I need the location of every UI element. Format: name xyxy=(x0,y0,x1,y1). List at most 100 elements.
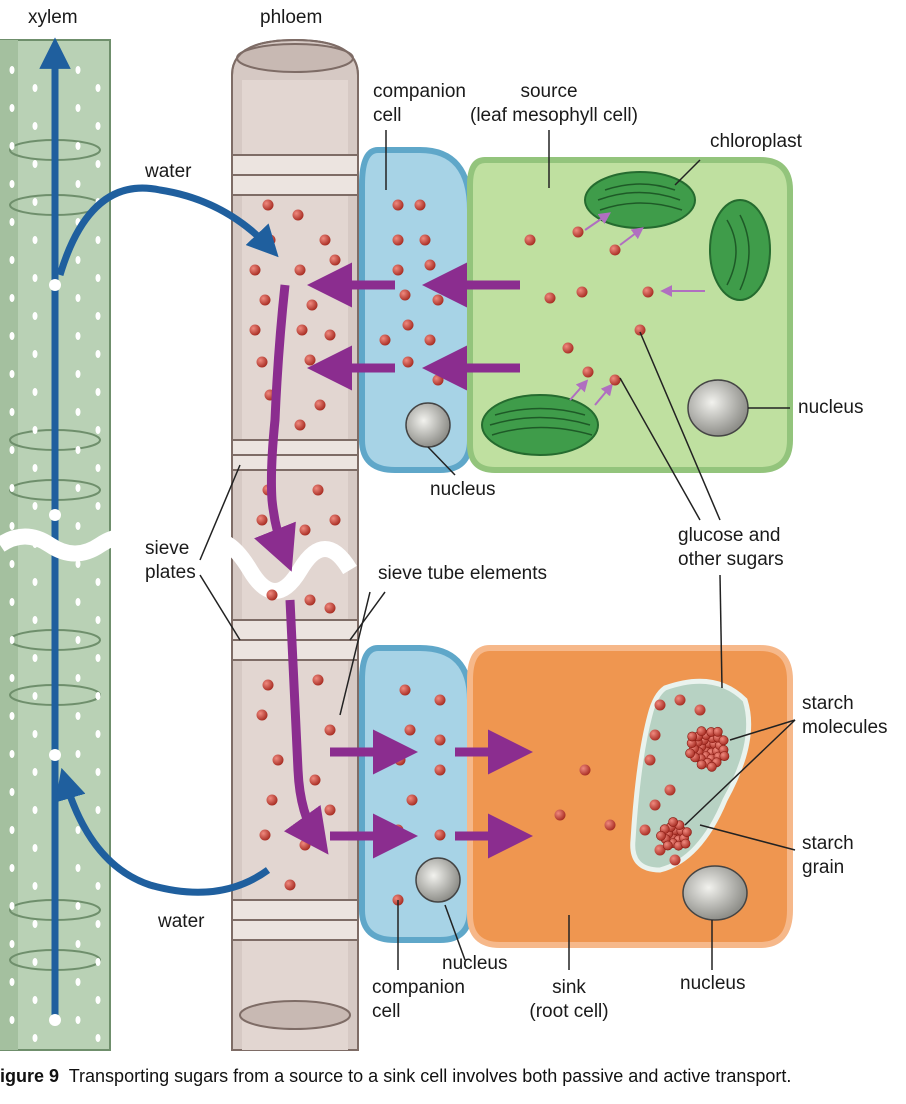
sugar-molecule xyxy=(309,774,321,786)
xylem-pit xyxy=(75,446,81,454)
xylem-pit xyxy=(9,142,15,150)
xylem-pit xyxy=(32,426,38,434)
xylem-pit xyxy=(75,978,81,986)
xylem-pit xyxy=(9,826,15,834)
xylem-pit xyxy=(9,484,15,492)
xylem-pit xyxy=(32,844,38,852)
label-xylem: xylem xyxy=(28,7,78,28)
xylem-pit xyxy=(9,750,15,758)
label-water-bottom: water xyxy=(158,911,205,932)
xylem-pit xyxy=(75,864,81,872)
sugar-molecule xyxy=(266,589,278,601)
xylem-pit xyxy=(9,560,15,568)
xylem-pit xyxy=(75,560,81,568)
sugar-molecule xyxy=(434,764,446,776)
sugar-molecule xyxy=(259,294,271,306)
xylem-pit xyxy=(9,256,15,264)
sugar-molecule xyxy=(642,286,654,298)
sugar-molecule xyxy=(649,729,661,741)
sugar-molecule xyxy=(609,244,621,256)
xylem-pit xyxy=(75,256,81,264)
xylem-pit xyxy=(32,350,38,358)
water-arrow-out xyxy=(55,767,271,896)
xylem-pit xyxy=(32,616,38,624)
sugar-molecule xyxy=(324,329,336,341)
xylem-pit xyxy=(75,598,81,606)
sugar-molecule xyxy=(664,784,676,796)
xylem-pit xyxy=(32,692,38,700)
caption-prefix: igure 9 xyxy=(0,1066,60,1086)
xylem-pit xyxy=(95,84,101,92)
xylem-pit xyxy=(75,370,81,378)
starch-cluster xyxy=(656,817,692,851)
sugar-molecule xyxy=(649,799,661,811)
xylem-pit xyxy=(9,66,15,74)
label-source-1: source xyxy=(520,81,578,102)
xylem-pit xyxy=(95,388,101,396)
xylem-pit xyxy=(75,902,81,910)
xylem-pit xyxy=(9,522,15,530)
sugar-molecule xyxy=(669,854,681,866)
xylem-pit xyxy=(95,578,101,586)
xylem-pit xyxy=(32,236,38,244)
sugar-molecule xyxy=(256,356,268,368)
xylem-pit xyxy=(9,294,15,302)
sugar-molecule xyxy=(654,699,666,711)
sugar-molecule xyxy=(554,809,566,821)
sugar-molecule xyxy=(266,794,278,806)
label-sink-1: sink xyxy=(552,977,586,998)
sugar-molecule xyxy=(399,684,411,696)
sugar-molecule xyxy=(294,419,306,431)
sugar-molecule xyxy=(304,354,316,366)
xylem-pit xyxy=(9,788,15,796)
sugar-molecule xyxy=(262,199,274,211)
sugar-molecule xyxy=(292,209,304,221)
sugar-molecule xyxy=(424,259,436,271)
nucleus-sink xyxy=(682,865,748,921)
label-source-2: (leaf mesophyll cell) xyxy=(470,105,638,126)
sugar-molecule xyxy=(674,694,686,706)
xylem-pit xyxy=(32,312,38,320)
sugar-molecule xyxy=(576,286,588,298)
label-companion-bottom-2: cell xyxy=(372,1001,401,1022)
xylem-pit xyxy=(9,408,15,416)
label-starch-grain-1: starch xyxy=(802,833,854,854)
xylem-pit xyxy=(9,940,15,948)
sugar-molecule xyxy=(634,324,646,336)
xylem-pit xyxy=(95,958,101,966)
label-starch-grain-2: grain xyxy=(802,857,845,878)
xylem-pit xyxy=(75,294,81,302)
xylem-pit xyxy=(75,788,81,796)
xylem-pit xyxy=(95,1034,101,1042)
xylem-pit xyxy=(75,940,81,948)
xylem-pit xyxy=(95,654,101,662)
sugar-molecule xyxy=(572,226,584,238)
xylem-pit xyxy=(32,502,38,510)
tissue-break xyxy=(0,528,357,599)
xylem-pit xyxy=(75,712,81,720)
diagram-svg xyxy=(0,37,796,1051)
label-nucleus-companion-top: nucleus xyxy=(430,479,496,500)
sugar-molecule xyxy=(329,254,341,266)
sugar-molecule xyxy=(284,879,296,891)
xylem-pit xyxy=(75,484,81,492)
xylem-pit xyxy=(32,806,38,814)
sugar-molecule xyxy=(249,264,261,276)
xylem-pit xyxy=(75,408,81,416)
figure-caption: igure 9 Transporting sugars from a sourc… xyxy=(0,1066,791,1087)
xylem-pit xyxy=(95,616,101,624)
xylem-pit xyxy=(75,66,81,74)
label-nucleus-source: nucleus xyxy=(798,397,864,418)
xylem-pit xyxy=(32,882,38,890)
xylem-pit xyxy=(95,806,101,814)
xylem-pit xyxy=(75,636,81,644)
sugar-molecule xyxy=(402,319,414,331)
sieve-plate xyxy=(231,439,359,471)
sugar-molecule xyxy=(694,704,706,716)
xylem-pit xyxy=(95,768,101,776)
nucleus-companion-bottom xyxy=(415,857,461,903)
sugar-molecule xyxy=(604,819,616,831)
xylem-pit xyxy=(95,692,101,700)
xylem-pit xyxy=(32,654,38,662)
sugar-molecule xyxy=(562,342,574,354)
